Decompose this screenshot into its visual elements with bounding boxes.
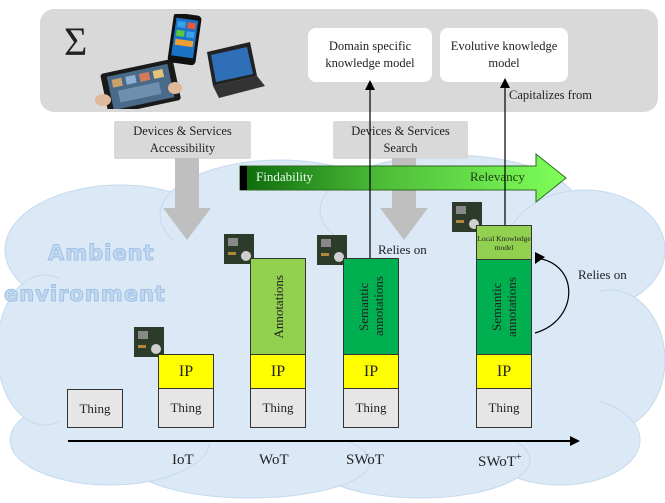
ambient-label: Ambient	[48, 241, 155, 266]
chip-icon	[317, 235, 347, 265]
domain-knowledge-box: Domain specific knowledge model	[308, 28, 432, 82]
evolutive-knowledge-box: Evolutive knowledge model	[440, 28, 568, 82]
axis-label-iot: IoT	[172, 452, 194, 468]
ip-box-swot: IP	[343, 354, 399, 389]
thing-box-swot-plus: Thing	[476, 388, 532, 428]
axis-label-wot: WoT	[259, 452, 289, 468]
local-knowledge-label: Local Knowledge model	[477, 233, 531, 252]
environment-label: environment	[4, 282, 166, 307]
semantic-annotations-label: Semantic annotations	[356, 276, 386, 337]
axis-label-swot: SWoT	[346, 452, 384, 468]
accessibility-box: Devices & Services Accessibility	[114, 121, 251, 159]
swot-plus-text: SWoT	[478, 454, 516, 470]
thing-box-wot: Thing	[250, 388, 306, 428]
accessibility-down-arrow	[163, 158, 211, 240]
annotations-label: Annotations	[270, 274, 286, 339]
ip-box-swot-plus: IP	[476, 354, 532, 389]
semantic-annotations-box-swot-plus: Semantic annotations	[476, 259, 532, 355]
thing-box-1: Thing	[67, 389, 123, 428]
axis-label-swot-plus: SWoT+	[478, 452, 522, 471]
ip-box-wot: IP	[250, 354, 306, 389]
semantic-annotations-box-swot: Semantic annotations	[343, 258, 399, 355]
local-knowledge-box: Local Knowledge model	[476, 225, 532, 260]
plus-superscript: +	[515, 452, 522, 463]
semantic-annotations-label: Semantic annotations	[489, 277, 519, 337]
search-box: Devices & Services Search	[333, 121, 468, 159]
thing-box-iot: Thing	[158, 388, 214, 428]
thing-box-swot: Thing	[343, 388, 399, 428]
ip-box-iot: IP	[158, 354, 214, 389]
findability-relevancy-arrow	[239, 152, 567, 204]
relevancy-label: Relevancy	[470, 169, 525, 184]
annotations-box-wot: Annotations	[250, 258, 306, 355]
findability-label: Findability	[256, 169, 314, 184]
chip-icon	[134, 327, 164, 357]
chip-icon	[224, 234, 254, 264]
devices-illustration	[95, 14, 265, 109]
relies-on-label-1: Relies on	[378, 242, 427, 257]
relies-on-label-2: Relies on	[578, 267, 627, 282]
capitalizes-label: Capitalizes from	[509, 88, 592, 102]
sigma-symbol: Σ	[64, 19, 88, 64]
